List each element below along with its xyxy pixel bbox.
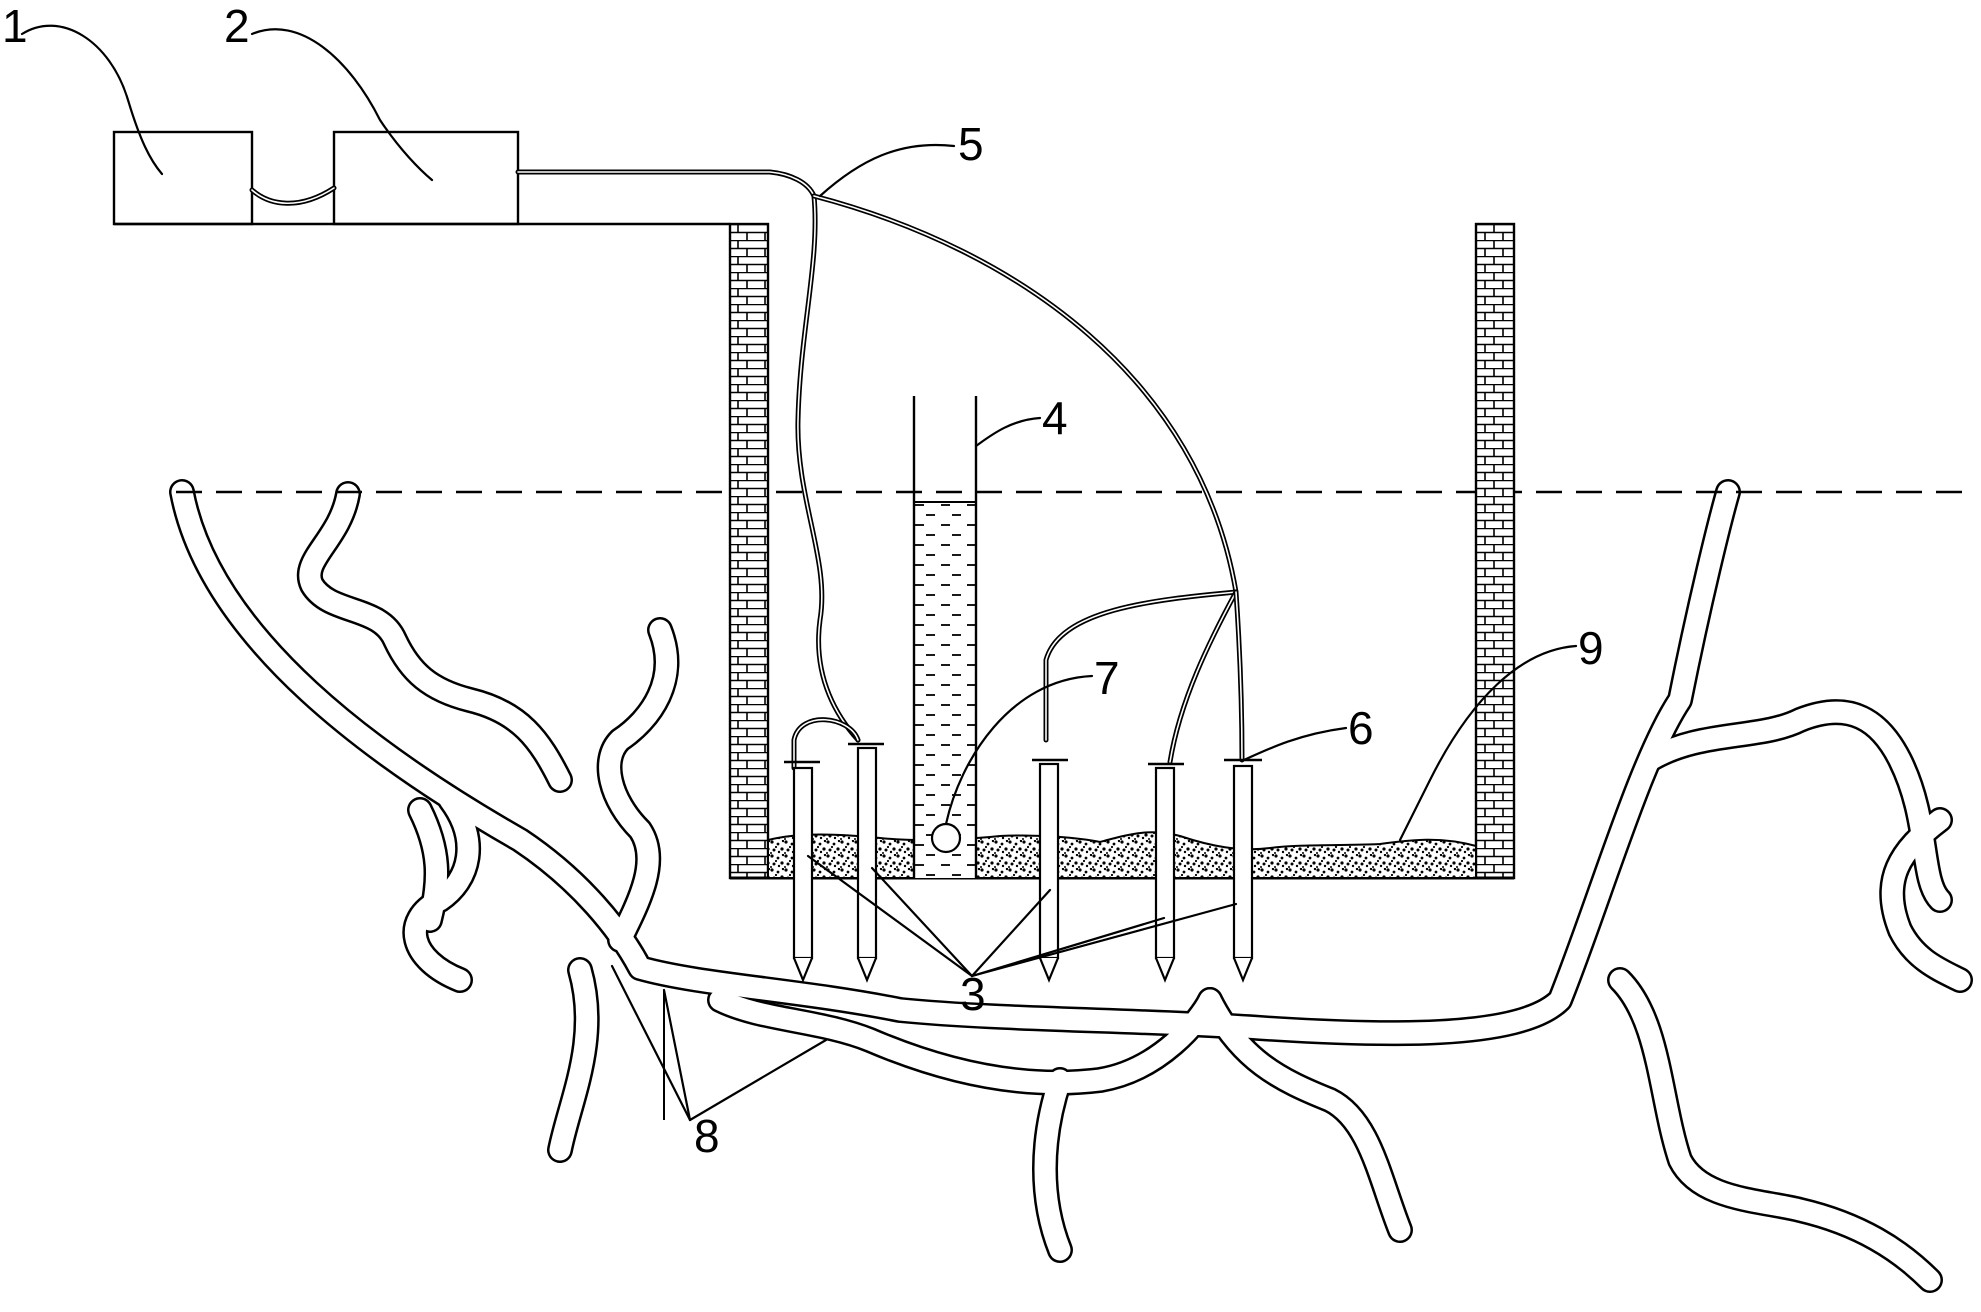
cable-trunk (515, 169, 817, 199)
well-water-column (914, 502, 976, 878)
pit (728, 222, 1516, 880)
leader-3e (970, 902, 1238, 978)
label-1: 1 (2, 0, 28, 52)
label-6: 6 (1348, 702, 1374, 754)
cable-bundle (515, 169, 1245, 771)
cable-to-right-electrode-a (1167, 589, 1239, 765)
leader-7 (944, 674, 1094, 826)
leader-4 (974, 416, 1042, 448)
leader-5 (818, 143, 956, 198)
callout-labels: 1 2 3 4 5 6 7 8 9 (2, 0, 1604, 1162)
leader-2 (250, 28, 434, 182)
leader-3a (806, 854, 974, 978)
leader-8c (688, 1038, 828, 1122)
cable-arc (811, 193, 1239, 595)
label-2: 2 (224, 0, 250, 52)
pit-wall-left (728, 222, 770, 880)
leader-6 (1242, 726, 1348, 762)
label-8: 8 (694, 1110, 720, 1162)
instrument-box-1 (112, 130, 254, 226)
cable-to-left-electrodes (795, 193, 861, 743)
label-5: 5 (958, 118, 984, 170)
leader-9 (1398, 644, 1578, 842)
electrode-1 (784, 760, 820, 983)
electrode-5 (1224, 758, 1262, 983)
label-7: 7 (1094, 652, 1120, 704)
cable-to-center-electrode (1043, 589, 1239, 743)
leader-3c (970, 888, 1052, 978)
monitoring-well (912, 396, 978, 878)
electrode-4 (1148, 762, 1184, 983)
label-4: 4 (1042, 392, 1068, 444)
electrode-3 (1032, 758, 1068, 983)
leader-lines (20, 24, 1578, 1122)
crack-network-inner (171, 481, 1971, 1291)
leader-8b (610, 964, 692, 1122)
electrodes (784, 742, 1262, 983)
pit-wall-right (1474, 222, 1516, 880)
label-3: 3 (960, 968, 986, 1020)
instrument-box-2 (332, 130, 520, 226)
electrode-2 (848, 742, 884, 983)
instrument-boxes (112, 130, 730, 226)
leader-1 (20, 24, 164, 176)
leader-8a (662, 988, 692, 1122)
label-9: 9 (1578, 622, 1604, 674)
leader-3b (870, 866, 974, 978)
contact-point-circle (930, 822, 962, 854)
